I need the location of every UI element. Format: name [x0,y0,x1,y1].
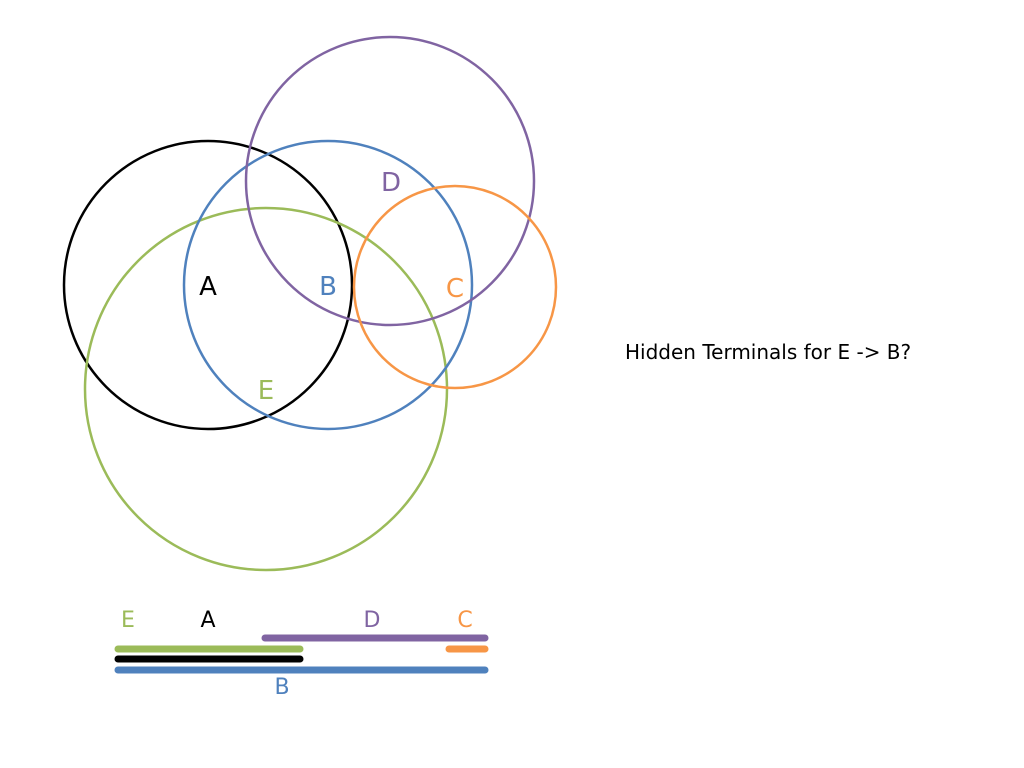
range-circle-a [62,139,354,431]
range-bar-labels: E A D C B [121,608,473,700]
node-label-d: D [381,168,401,198]
bar-label-e: E [121,608,135,633]
node-label-c: C [446,274,464,304]
bar-label-a: A [200,608,215,633]
node-label-b: B [319,272,337,302]
range-bars [114,634,489,674]
range-circle-c [352,184,558,390]
node-labels: A B C D E [199,168,464,406]
range-circle-e [83,206,449,572]
bar-label-d: D [364,608,381,633]
bar-label-b: B [274,675,289,700]
range-circles [62,35,558,572]
bar-label-c: C [457,608,472,633]
node-label-e: E [258,376,274,406]
range-circle-b [182,139,474,431]
question-text: Hidden Terminals for E -> B? [625,340,912,364]
node-label-a: A [199,272,217,302]
range-circle-d [244,35,536,327]
